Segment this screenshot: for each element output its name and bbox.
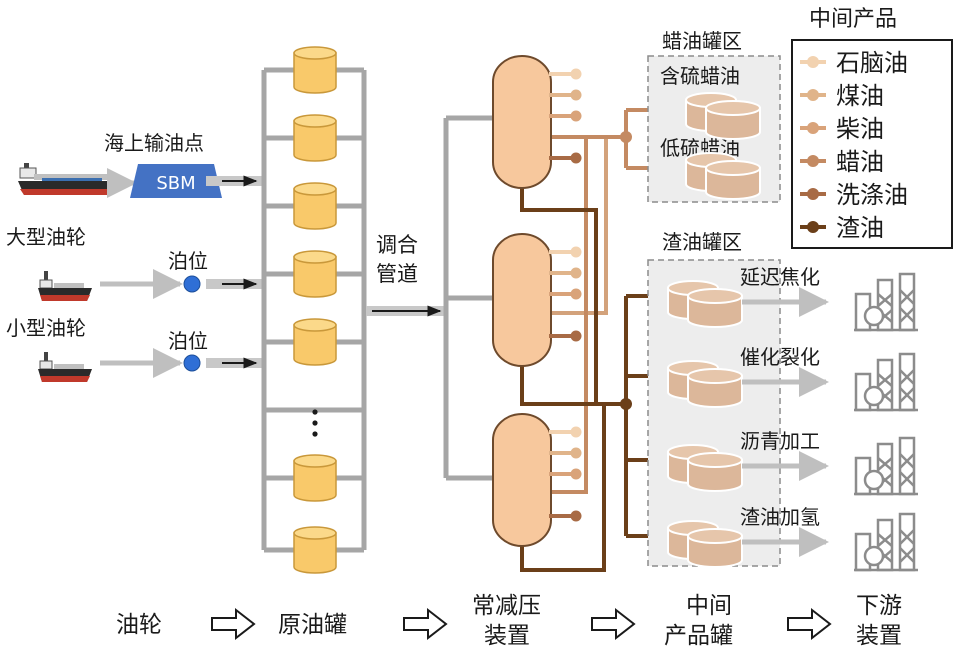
product-tank-icon xyxy=(667,360,743,408)
cylinder-tank-icon xyxy=(293,454,337,502)
flow-step-intermediate-line2: 产品罐 xyxy=(664,623,733,649)
sbm-icon: SBM xyxy=(130,164,222,198)
residue-junction xyxy=(620,398,632,410)
cylinder-tank-icon xyxy=(293,250,337,298)
refinery-unit-icon xyxy=(854,352,918,412)
cylinder-tank-icon xyxy=(293,46,337,94)
legend-item: 洗涤油 xyxy=(800,181,908,209)
sbm-label: SBM xyxy=(156,173,195,194)
refinery-unit-icon xyxy=(854,512,918,572)
hollow-arrow-icon xyxy=(211,607,256,641)
cylinder-tank-icon xyxy=(293,114,337,162)
legend-item-label: 石脑油 xyxy=(836,49,908,77)
offshore-point-label: 海上输油点 xyxy=(104,131,204,155)
product-tank-icon xyxy=(685,92,761,140)
legend-item: 石脑油 xyxy=(800,49,908,77)
blending-label-line1: 调合 xyxy=(376,233,418,257)
hollow-arrow-icon xyxy=(591,607,636,641)
legend-item-label: 洗涤油 xyxy=(836,181,908,209)
product-outlet-node xyxy=(570,152,582,164)
legend-item-label: 煤油 xyxy=(836,82,884,110)
flow-step-downstream-line1: 下游 xyxy=(856,593,902,619)
cylinder-tank-icon xyxy=(293,526,337,574)
legend-item: 蜡油 xyxy=(800,148,884,176)
wax-oil-pipes xyxy=(550,108,688,494)
large-tanker-label: 大型油轮 xyxy=(6,225,86,249)
residue-area-title: 渣油罐区 xyxy=(662,230,742,254)
cylinder-tank-icon xyxy=(293,318,337,366)
product-outlet-node xyxy=(570,68,582,80)
flow-step-cdu-line2: 装置 xyxy=(484,623,530,649)
wax-area-title: 蜡油罐区 xyxy=(662,29,742,53)
flow-step-crude-tank: 原油罐 xyxy=(278,612,347,638)
downstream-unit-label: 催化裂化 xyxy=(740,345,820,369)
flow-step-downstream-line2: 装置 xyxy=(856,623,902,649)
legend-item-label: 柴油 xyxy=(836,115,884,143)
product-outlet-node xyxy=(570,288,582,300)
product-tank-icon xyxy=(667,280,743,328)
downstream-unit-label: 渣油加氢 xyxy=(740,505,820,529)
product-outlet-node xyxy=(570,510,582,522)
legend-item: 柴油 xyxy=(800,115,884,143)
legend-item: 煤油 xyxy=(800,82,884,110)
distillation-column-icon xyxy=(492,55,582,189)
flow-step-cdu-line1: 常减压 xyxy=(472,593,541,619)
downstream-unit-label: 沥青加工 xyxy=(740,429,820,453)
downstream-unit-label: 延迟焦化 xyxy=(740,265,820,289)
hollow-arrow-icon xyxy=(403,607,448,641)
berth-label: 泊位 xyxy=(168,329,208,353)
product-outlet-node xyxy=(570,246,582,258)
cylinder-tank-icon xyxy=(293,182,337,230)
product-tank-icon xyxy=(667,444,743,492)
distillation-column-icon xyxy=(492,413,582,547)
legend-swatch xyxy=(807,89,819,101)
more-tanks-ellipsis xyxy=(312,409,318,437)
product-outlet-node xyxy=(570,89,582,101)
residue-tank-group xyxy=(667,280,743,568)
legend-swatch xyxy=(807,122,819,134)
high-sulfur-wax-label: 含硫蜡油 xyxy=(660,64,740,88)
small-tanker-icon xyxy=(38,271,92,301)
distillation-column-icon xyxy=(492,233,582,367)
small-tanker-label: 小型油轮 xyxy=(6,316,86,340)
wax-oil-junction xyxy=(620,131,632,143)
product-tank-icon xyxy=(667,520,743,568)
legend-item: 渣油 xyxy=(800,214,884,242)
berth-icon xyxy=(183,354,201,372)
product-outlet-node xyxy=(570,468,582,480)
product-outlet-node xyxy=(570,426,582,438)
flow-step-tanker: 油轮 xyxy=(116,612,162,638)
refinery-unit-icon xyxy=(854,272,918,332)
product-outlet-node xyxy=(570,267,582,279)
berth-icon xyxy=(183,275,201,293)
flow-step-intermediate-line1: 中间 xyxy=(686,593,732,619)
legend-swatch xyxy=(807,155,819,167)
legend-item-label: 渣油 xyxy=(836,214,884,242)
product-outlet-node xyxy=(570,330,582,342)
hollow-arrow-icon xyxy=(787,607,832,641)
legend-box xyxy=(791,39,953,249)
legend-swatch xyxy=(807,188,819,200)
legend-item-label: 蜡油 xyxy=(836,148,884,176)
distillation-column-group xyxy=(492,55,582,547)
blending-label-line2: 管道 xyxy=(376,262,418,286)
refinery-unit-icon xyxy=(854,436,918,496)
legend-swatch xyxy=(807,221,819,233)
product-outlet-node xyxy=(570,447,582,459)
product-outlet-node xyxy=(570,110,582,122)
small-tanker-icon xyxy=(38,352,92,382)
large-tanker-icon xyxy=(18,163,116,195)
column-feed-manifold xyxy=(443,115,494,481)
wax-tank-group xyxy=(685,92,761,200)
product-tank-icon xyxy=(685,152,761,200)
crude-tank-group xyxy=(293,46,337,574)
flow-arrows xyxy=(211,607,832,641)
legend-title: 中间产品 xyxy=(809,7,897,32)
berth-label: 泊位 xyxy=(168,249,208,273)
legend-swatch xyxy=(807,56,819,68)
